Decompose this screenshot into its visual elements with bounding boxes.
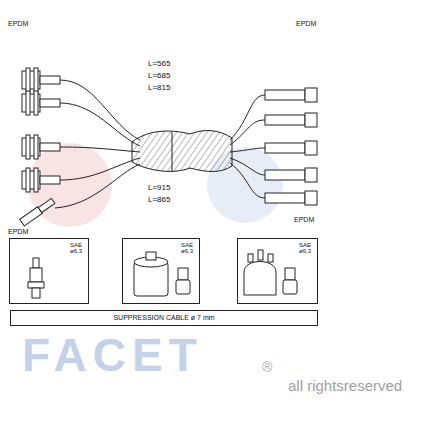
material-label: EPDM <box>8 20 28 27</box>
length-dimension: L=865 <box>148 196 170 204</box>
cable-spec: SUPPRESSION CABLE ø 7 mm <box>113 314 214 321</box>
watermark-logo: FACET <box>22 332 203 378</box>
cable-bundle <box>132 131 232 172</box>
ignition-coil-icon <box>134 252 190 296</box>
connector-type-box: SAE ø6,3 <box>9 238 89 304</box>
distributor-connectors <box>265 88 317 205</box>
terminal-spec: SAE ø6,3 <box>297 242 313 255</box>
distributor-cap-icon <box>244 250 297 295</box>
cable-spec-box: SUPPRESSION CABLE ø 7 mm <box>10 310 318 326</box>
material-label: EPDM <box>294 216 314 223</box>
terminal-spec: SAE ø6,3 <box>68 242 84 255</box>
watermark-text: all rightsreserved <box>288 378 402 393</box>
cables <box>55 80 265 208</box>
registered-mark: ® <box>262 360 272 374</box>
sleeve-divider <box>172 132 173 172</box>
length-dimension: L=915 <box>148 184 170 192</box>
length-dimension: L=815 <box>148 84 170 92</box>
connector-type-box: SAE ø6,3 <box>122 238 200 304</box>
plug-boots <box>20 68 60 226</box>
spark-plug-icon <box>28 258 44 298</box>
connector-type-box: SAE ø6,3 <box>237 238 318 304</box>
length-dimension: L=565 <box>148 60 170 68</box>
terminal-spec: SAE ø6,3 <box>179 242 195 255</box>
material-label: EPDM <box>296 20 316 27</box>
material-label: EPDM <box>8 228 28 235</box>
length-dimension: L=685 <box>148 72 170 80</box>
